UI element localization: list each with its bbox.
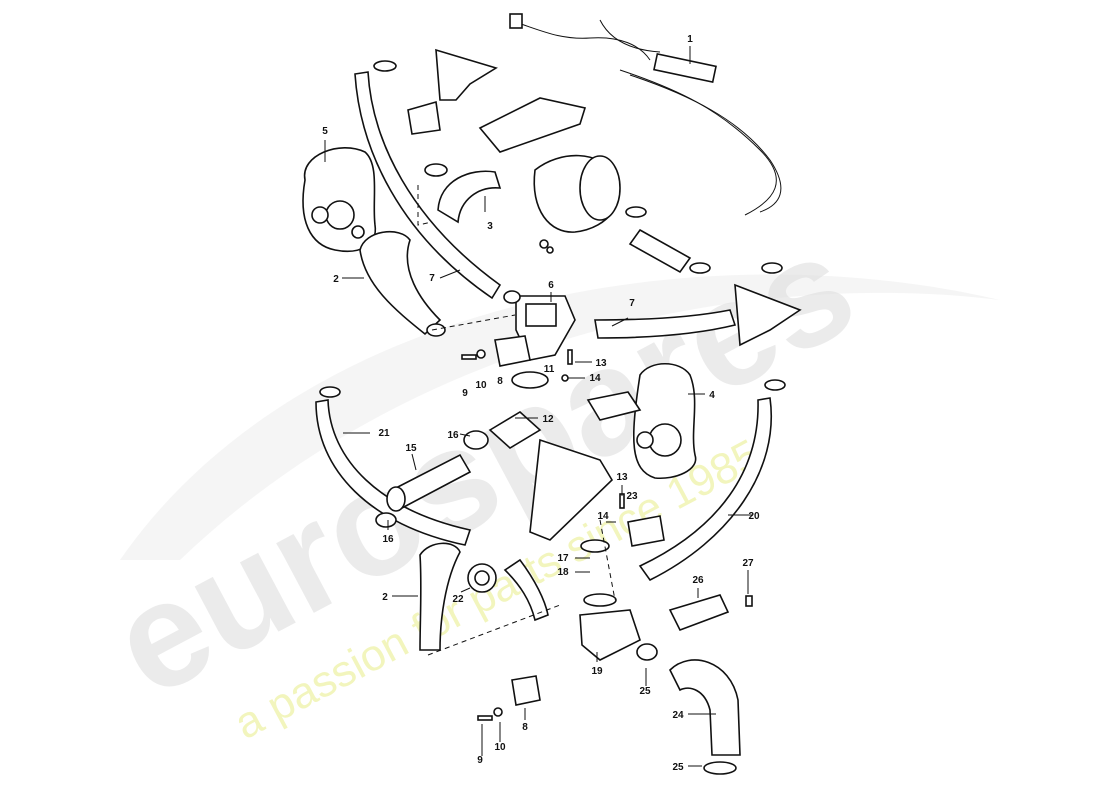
leader-lines xyxy=(324,46,752,767)
callout-c4: 4 xyxy=(709,390,715,401)
callout-c1: 1 xyxy=(687,34,693,45)
callout-c10b: 10 xyxy=(494,742,506,753)
callout-c27: 27 xyxy=(742,558,754,569)
callout-c9b: 9 xyxy=(477,755,483,766)
callout-c8b: 8 xyxy=(522,722,528,733)
callout-c8a: 8 xyxy=(497,376,503,387)
callout-c15: 15 xyxy=(405,443,417,454)
callout-c16a: 16 xyxy=(447,430,459,441)
callout-c13b: 13 xyxy=(616,472,628,483)
callout-c24: 24 xyxy=(672,710,684,721)
callout-c21: 21 xyxy=(378,428,390,439)
callout-c25b: 25 xyxy=(672,762,684,773)
callout-c2a: 2 xyxy=(333,274,339,285)
hose-clamps xyxy=(319,60,786,775)
callout-c16b: 16 xyxy=(382,534,394,545)
upper-ducting xyxy=(354,48,802,449)
callout-c10a: 10 xyxy=(475,380,487,391)
lower-ducting xyxy=(315,397,772,756)
assembly-lines xyxy=(417,185,616,656)
fasteners xyxy=(461,239,753,721)
callout-c20: 20 xyxy=(748,511,760,522)
callout-c11: 11 xyxy=(544,364,555,375)
part-1-wiring-harness xyxy=(509,13,782,216)
callout-c17: 17 xyxy=(557,553,569,564)
callout-c6: 6 xyxy=(548,280,554,291)
callout-c14b: 14 xyxy=(597,511,609,522)
callout-c12: 12 xyxy=(542,414,554,425)
callout-c26: 26 xyxy=(692,575,704,586)
callout-c13a: 13 xyxy=(595,358,607,369)
part-4-heat-exchanger xyxy=(586,363,697,480)
callout-c14a: 14 xyxy=(589,373,601,384)
callout-c19: 19 xyxy=(591,666,603,677)
callout-c5: 5 xyxy=(322,126,328,137)
callout-c25a: 25 xyxy=(639,686,651,697)
callout-c23: 23 xyxy=(626,491,638,502)
callout-c9a: 9 xyxy=(462,388,468,399)
callout-c7b: 7 xyxy=(629,298,635,309)
callout-c3: 3 xyxy=(487,221,493,232)
callout-c22: 22 xyxy=(452,594,464,605)
callout-c2b: 2 xyxy=(382,592,388,603)
callout-c18: 18 xyxy=(557,567,569,578)
callout-c7a: 7 xyxy=(429,273,435,284)
callout-labels: 1223456778899101011121313141415161617181… xyxy=(322,34,760,773)
part-5-heat-exchanger xyxy=(302,147,377,252)
